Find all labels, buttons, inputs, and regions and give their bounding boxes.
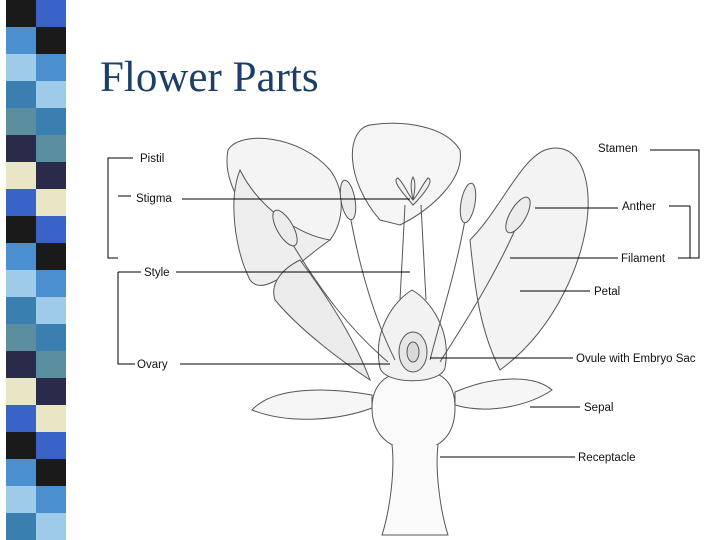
label-ovule: Ovule with Embryo Sac [576,353,696,365]
stripe-block [6,486,36,513]
stripe-block [36,54,66,81]
stripe-block [6,243,36,270]
label-stigma: Stigma [136,193,172,205]
stripe-block [6,54,36,81]
label-pistil: Pistil [140,153,164,165]
label-filament: Filament [621,253,666,265]
label-stamen: Stamen [598,143,638,155]
slide-title: Flower Parts [100,54,319,101]
stripe-block [6,297,36,324]
stripe-block [36,378,66,405]
receptacle [371,369,456,451]
stem [381,444,449,536]
stripe-block [6,513,36,540]
stripe-block [36,81,66,108]
stripe-block [36,243,66,270]
anther-1 [272,209,298,247]
stripe-block [6,459,36,486]
stripe-block [36,108,66,135]
stripe-block [36,297,66,324]
label-petal: Petal [594,286,620,298]
diagram-labels: Pistil Stigma Style Ovary Stamen Anther … [136,143,696,464]
anther-3 [459,182,477,224]
flower-illustration [226,122,589,536]
stripe-block [36,513,66,540]
filament-1 [289,239,389,363]
petal-right [469,147,589,371]
filament-3 [429,219,466,361]
leader-lines [107,149,700,458]
stripe-block [36,0,66,27]
stripe-block [6,0,36,27]
label-receptacle: Receptacle [578,452,636,464]
petal-left-lower [273,259,372,382]
sepal-right [454,378,553,410]
stripe-block [6,378,36,405]
filament-4 [439,229,516,363]
petal-center-back [351,122,461,226]
stripe-block [6,189,36,216]
stigma [395,176,431,206]
style [399,204,427,301]
stripe-block [6,405,36,432]
stripe-block [36,432,66,459]
stripe-block [36,216,66,243]
label-style: Style [144,267,170,279]
label-sepal: Sepal [584,402,613,414]
stripe-block [36,270,66,297]
stripe-block [6,162,36,189]
stripe-block [36,486,66,513]
stripe-block [6,81,36,108]
sepal-left [251,389,373,420]
stripe-block [6,270,36,297]
anther-4 [505,196,531,234]
label-ovary: Ovary [137,359,168,371]
stripe-block [36,162,66,189]
label-anther: Anther [622,201,656,213]
stripe-block [36,135,66,162]
stripe-block [6,351,36,378]
stripe-block [6,27,36,54]
stripe-block [36,459,66,486]
stripe-block [6,108,36,135]
stripe-block [36,189,66,216]
decorative-side-stripe [6,0,66,540]
stripe-block [6,216,36,243]
stripe-block [36,27,66,54]
filament-2 [349,214,396,361]
stripe-block [36,351,66,378]
stripe-block [36,324,66,351]
stripe-block [36,405,66,432]
stripe-block [6,324,36,351]
stripe-block [6,135,36,162]
stripe-block [6,432,36,459]
